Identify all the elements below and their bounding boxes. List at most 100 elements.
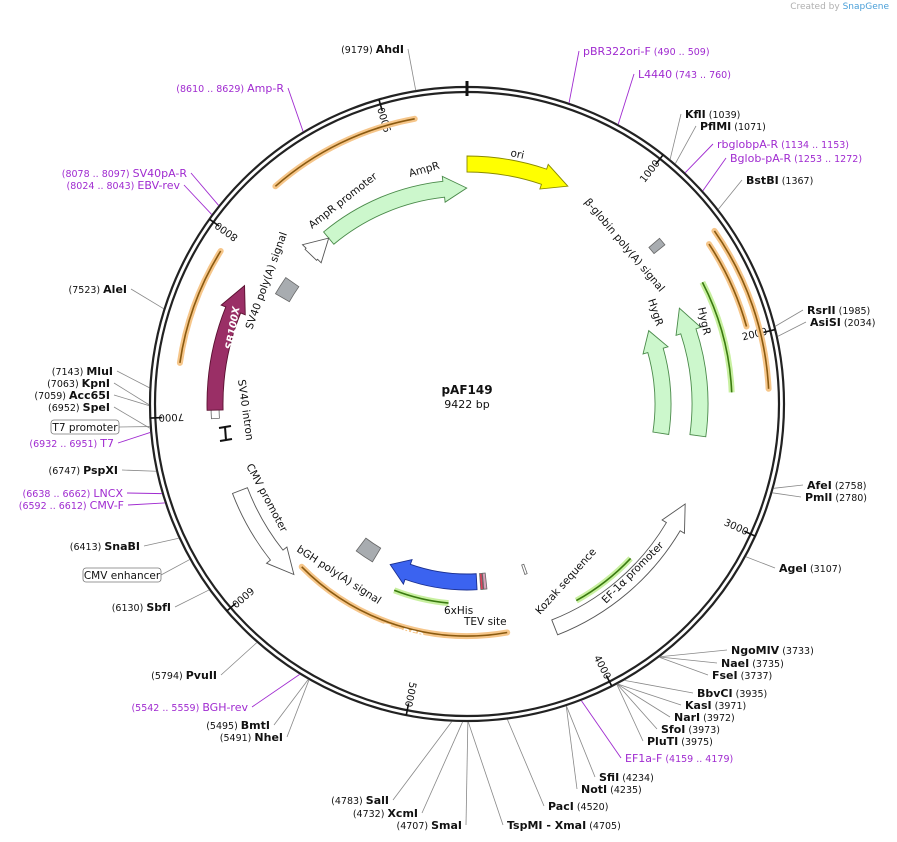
site-position: (4235) — [607, 785, 642, 796]
restriction-site[interactable]: (7063) KpnI — [47, 377, 110, 390]
restriction-site[interactable]: NgoMIV (3733) — [731, 644, 814, 657]
restriction-site[interactable]: BstBI (1367) — [746, 174, 813, 187]
primer-binding-arcs — [176, 115, 772, 639]
primer-name: SV40pA-R — [133, 167, 188, 180]
primer-label[interactable]: (6638 .. 6662) LNCX — [23, 487, 124, 500]
his-tag-box — [479, 572, 484, 590]
site-name: NarI — [674, 711, 700, 724]
restriction-site[interactable]: (6413) SnaBI — [70, 540, 140, 553]
restriction-site[interactable]: PflMI (1071) — [700, 120, 766, 133]
restriction-site[interactable]: (6952) SpeI — [48, 401, 110, 414]
site-position: (3737) — [738, 671, 773, 682]
restriction-site[interactable]: AfeI (2758) — [807, 479, 866, 492]
restriction-site[interactable]: RsrII (1985) — [807, 304, 870, 317]
restriction-site[interactable]: (5794) PvuII — [151, 669, 217, 682]
primer-label[interactable]: (6932 .. 6951) T7 — [29, 437, 114, 450]
site-name: SbfI — [146, 601, 171, 614]
primer-label[interactable]: (6592 .. 6612) CMV-F — [19, 499, 124, 512]
tick-label: 7000 — [158, 411, 184, 423]
site-position: (6130) — [112, 603, 147, 614]
orange-arc-hygr-far — [713, 230, 770, 389]
restriction-site[interactable]: KasI (3971) — [685, 699, 746, 712]
restriction-site[interactable]: (6130) SbfI — [112, 601, 171, 614]
site-name: AgeI — [779, 562, 807, 575]
primer-label[interactable]: EF1a-F (4159 .. 4179) — [625, 752, 733, 765]
site-position: (7523) — [69, 285, 104, 296]
sv40-polya-box — [274, 276, 300, 303]
sb100x-arrow — [206, 284, 246, 411]
site-position: (3975) — [678, 737, 713, 748]
boxed-feature-label[interactable]: CMV enhancer — [84, 570, 161, 582]
primer-leader — [684, 143, 714, 173]
restriction-site[interactable]: NarI (3972) — [674, 711, 735, 724]
snapgene-credit: Created by SnapGene — [790, 2, 889, 12]
site-position: (3733) — [779, 646, 814, 657]
primer-label[interactable]: Bglob-pA-R (1253 .. 1272) — [730, 152, 862, 165]
primer-label[interactable]: pBR322ori-F (490 .. 509) — [583, 45, 710, 58]
primer-position: (490 .. 509) — [651, 47, 710, 58]
restriction-site[interactable]: (9179) AhdI — [341, 43, 404, 56]
ampr-promoter-arrow — [301, 237, 330, 264]
tick-label: 1000 — [638, 158, 662, 185]
primer-position: (6638 .. 6662) — [23, 489, 94, 500]
primer-leader — [581, 700, 622, 759]
site-position: (1985) — [836, 306, 871, 317]
site-name: PspXI — [83, 464, 118, 477]
site-name: BbvCI — [697, 687, 733, 700]
site-name: AsiSI — [810, 316, 841, 329]
restriction-site[interactable]: (5495) BmtI — [206, 719, 270, 732]
restriction-site[interactable]: SfiI (4234) — [599, 771, 654, 784]
primer-position: (8078 .. 8097) — [62, 169, 133, 180]
site-leader — [617, 683, 682, 706]
restriction-site[interactable]: (7523) AleI — [69, 283, 127, 296]
site-position: (5491) — [220, 733, 255, 744]
primer-label[interactable]: (5542 .. 5559) BGH-rev — [131, 701, 248, 714]
site-name: PflMI — [700, 120, 731, 133]
primer-label[interactable]: rbglobpA-R (1134 .. 1153) — [717, 138, 849, 151]
bgh-polya-box — [355, 537, 382, 563]
boxed-feature-frame — [50, 419, 120, 435]
site-name: SfiI — [599, 771, 619, 784]
restriction-site[interactable]: AgeI (3107) — [779, 562, 842, 575]
site-name: NgoMIV — [731, 644, 780, 657]
restriction-site[interactable]: (7059) Acc65I — [34, 389, 110, 402]
restriction-site[interactable]: (7143) MluI — [52, 365, 113, 378]
restriction-site[interactable]: (5491) NheI — [220, 731, 283, 744]
site-name: BstBI — [746, 174, 779, 187]
primer-label[interactable]: (8610 .. 8629) Amp-R — [176, 82, 284, 95]
restriction-site[interactable]: (4732) XcmI — [353, 807, 418, 820]
site-name: SfoI — [661, 723, 685, 736]
green-arc-hygr — [701, 281, 733, 393]
restriction-site[interactable]: AsiSI (2034) — [810, 316, 875, 329]
restriction-site[interactable]: (6747) PspXI — [49, 464, 118, 477]
restriction-site[interactable]: SfoI (3973) — [661, 723, 720, 736]
site-leader — [467, 721, 504, 826]
restriction-site[interactable]: PluTI (3975) — [647, 735, 713, 748]
tick-label: 4000 — [591, 654, 612, 682]
site-name: AhdI — [376, 43, 404, 56]
features-layer — [206, 155, 709, 636]
restriction-site[interactable]: NotI (4235) — [581, 783, 642, 796]
restriction-site[interactable]: BbvCI (3935) — [697, 687, 767, 700]
site-leader — [777, 321, 807, 337]
primer-name: CMV-F — [90, 499, 124, 512]
restriction-site[interactable]: PacI (4520) — [548, 800, 608, 813]
restriction-site[interactable]: TspMI - XmaI (4705) — [507, 819, 621, 832]
restriction-site[interactable]: NaeI (3735) — [721, 657, 784, 670]
boxed-feature-label[interactable]: T7 promoter — [51, 422, 118, 434]
site-position: (3935) — [733, 689, 768, 700]
feature-label-sv40-intron: SV40 intron — [235, 379, 255, 441]
restriction-site[interactable]: (4783) SalI — [331, 794, 389, 807]
green-arc-tagbfp-halo — [393, 587, 449, 607]
primer-label[interactable]: L4440 (743 .. 760) — [638, 68, 731, 81]
site-position: (4732) — [353, 809, 388, 820]
restriction-site[interactable]: FseI (3737) — [712, 669, 772, 682]
site-name: NheI — [254, 731, 283, 744]
primer-label[interactable]: (8078 .. 8097) SV40pA-R — [62, 167, 188, 180]
restriction-site[interactable]: PmlI (2780) — [805, 491, 867, 504]
restriction-site[interactable]: (4707) SmaI — [396, 819, 462, 832]
primer-position: (6592 .. 6612) — [19, 501, 90, 512]
restriction-site[interactable]: KflI (1039) — [685, 108, 740, 121]
primer-label[interactable]: (8024 .. 8043) EBV-rev — [67, 179, 181, 192]
primer-leader — [568, 50, 580, 103]
